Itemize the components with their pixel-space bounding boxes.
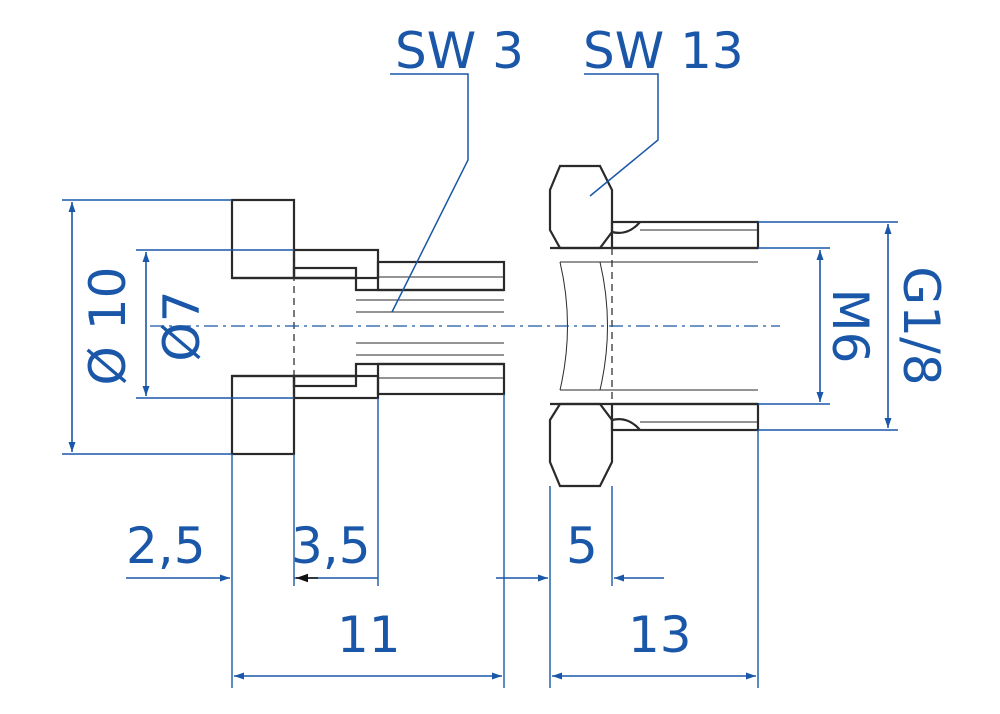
left-counterbore-bottom [292, 374, 358, 388]
right-shank-bottom [610, 402, 760, 432]
left-counterbore-top [292, 266, 358, 280]
label-dia7: Ø7 [153, 290, 211, 361]
label-3-5: 3,5 [291, 517, 371, 575]
right-shank-top [610, 220, 760, 250]
label-sw13: SW 13 [583, 22, 744, 80]
left-bore-outline [232, 276, 504, 378]
label-g18: G1/8 [892, 266, 950, 385]
right-hex-curve-2 [599, 261, 608, 391]
left-flange-bottom [230, 374, 296, 456]
right-undercut-bottom [611, 418, 641, 431]
left-body-top [292, 248, 380, 280]
sw13-leader [584, 73, 659, 197]
left-tip-top [376, 260, 506, 292]
left-part-section [230, 198, 506, 456]
label-11: 11 [337, 606, 401, 664]
label-2-5: 2,5 [126, 517, 206, 575]
left-flange-top [230, 198, 296, 280]
dimension-lines [62, 73, 898, 688]
label-m6: M6 [821, 289, 879, 364]
right-undercut-top [611, 221, 641, 234]
sw3-leader [390, 73, 469, 313]
right-hex-bottom [548, 402, 614, 488]
label-13: 13 [628, 606, 692, 664]
right-hex-top [548, 164, 614, 250]
label-5: 5 [566, 517, 598, 575]
right-bore-outline [550, 246, 758, 406]
left-tip-bottom [376, 362, 506, 396]
label-sw3: SW 3 [395, 22, 524, 80]
label-dia10: Ø 10 [79, 267, 137, 386]
